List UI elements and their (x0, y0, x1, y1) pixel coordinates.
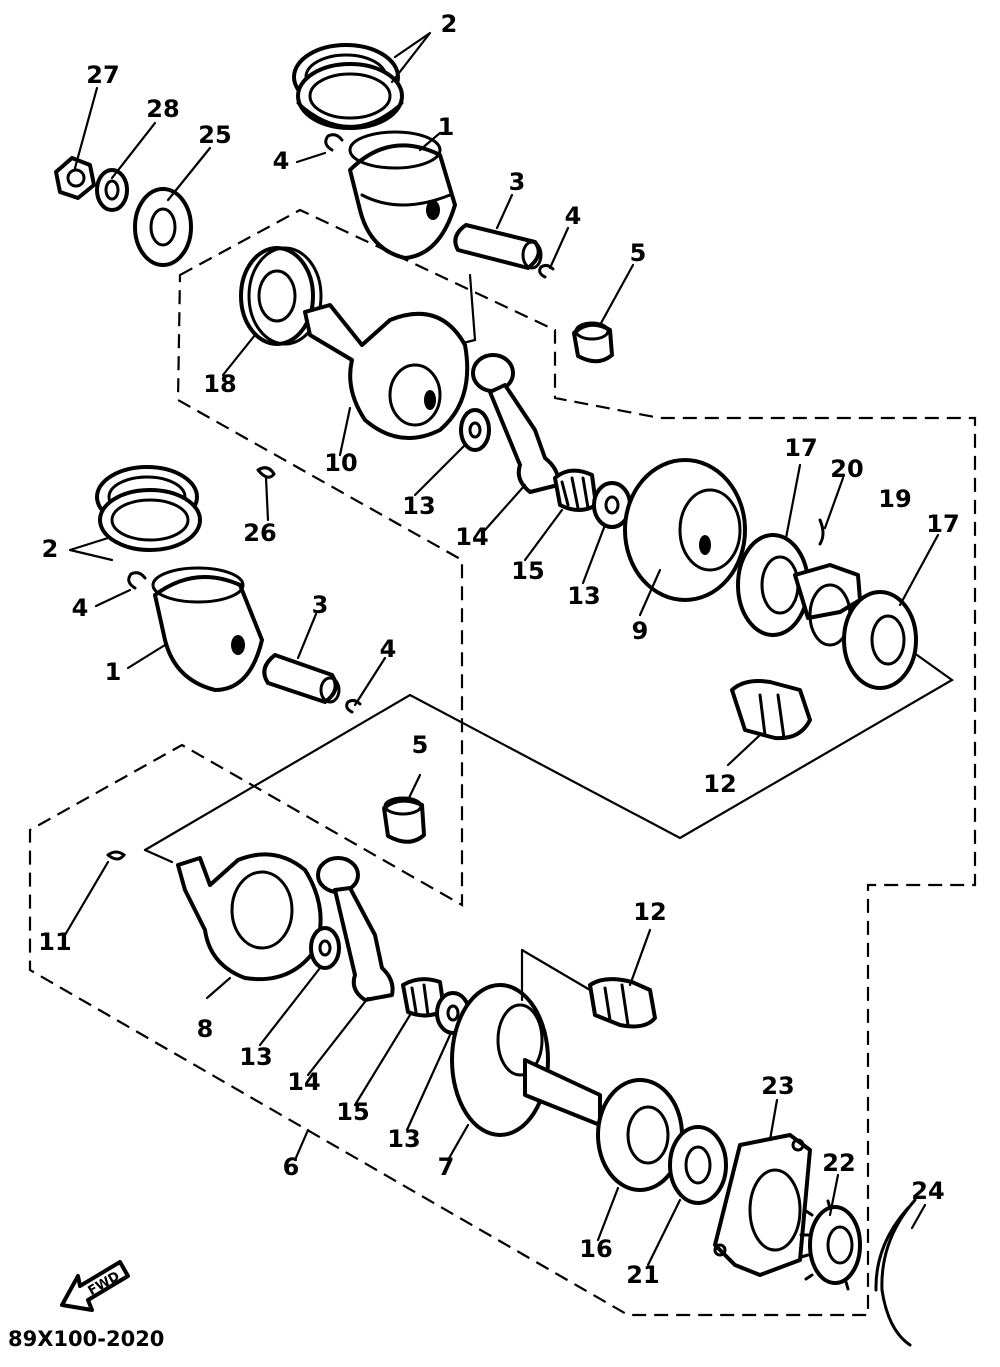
crank-pin-lower (588, 977, 657, 1029)
piston-upper (348, 130, 457, 260)
needle-bearing-small-lower (382, 796, 426, 844)
piston-rings-upper (292, 43, 404, 130)
callout-1: 1 (438, 113, 455, 141)
callout-13: 13 (387, 1125, 420, 1153)
thrust-washer-lower-a (309, 926, 341, 970)
callout-5: 5 (630, 239, 647, 267)
callouts: 2 27 28 25 1 4 3 4 5 18 10 17 20 19 13 1… (38, 10, 959, 1289)
callout-24: 24 (911, 1177, 944, 1205)
callout-3: 3 (312, 591, 329, 619)
callout-4: 4 (380, 635, 397, 663)
nut (54, 156, 96, 200)
piston-pin-upper (453, 223, 543, 270)
crank-web-upper (303, 303, 470, 440)
bearing-drive-side (596, 1078, 684, 1192)
callout-1: 1 (105, 658, 122, 686)
callout-13: 13 (239, 1043, 272, 1071)
callout-7: 7 (438, 1153, 455, 1181)
circlip-upper-right (538, 263, 555, 279)
needle-bearing-big-upper (553, 468, 598, 512)
bearing-center-b (842, 590, 918, 690)
callout-27: 27 (86, 61, 119, 89)
oil-seal-drive-side (668, 1125, 728, 1205)
circlip-lower-left (127, 571, 147, 590)
callout-4: 4 (72, 594, 89, 622)
callout-28: 28 (146, 95, 179, 123)
callout-25: 25 (198, 121, 231, 149)
leader-lines (63, 31, 940, 1267)
woodruff-key-lower (106, 850, 127, 861)
thrust-washer-upper-b (592, 481, 632, 529)
center-crank-wheel (623, 458, 747, 602)
callout-9: 9 (632, 617, 649, 645)
connecting-rod-upper (471, 353, 561, 494)
callout-26: 26 (243, 519, 276, 547)
crank-web-lower (176, 852, 323, 982)
bearing-upper-left (239, 246, 323, 346)
circlip-center (818, 518, 825, 546)
crank-pin-center (730, 679, 812, 741)
callout-17: 17 (784, 434, 817, 462)
callout-13: 13 (402, 492, 435, 520)
callout-19: 19 (878, 485, 911, 513)
piston-lower (151, 566, 264, 692)
callout-4: 4 (565, 202, 582, 230)
callout-10: 10 (324, 449, 357, 477)
woodruff-key-upper (256, 466, 276, 479)
oil-seal-upper (133, 187, 193, 267)
callout-12: 12 (633, 898, 666, 926)
crank-wheel-drive-side (450, 948, 602, 1137)
thrust-washer-upper-a (459, 408, 491, 452)
callout-16: 16 (579, 1235, 612, 1263)
callout-13: 13 (567, 582, 600, 610)
connecting-rod-lower (316, 856, 395, 1002)
needle-bearing-small-upper (572, 321, 614, 364)
callout-12: 12 (703, 770, 736, 798)
callout-14: 14 (455, 523, 488, 551)
bearing-housing (713, 1133, 812, 1277)
callout-17: 17 (926, 510, 959, 538)
callout-6: 6 (283, 1153, 300, 1181)
callout-18: 18 (203, 370, 236, 398)
callout-15: 15 (511, 557, 544, 585)
callout-2: 2 (441, 10, 458, 38)
callout-3: 3 (509, 168, 526, 196)
callout-11: 11 (38, 928, 71, 956)
callout-23: 23 (761, 1072, 794, 1100)
primary-drive-gear (799, 1199, 862, 1291)
callout-5: 5 (412, 731, 429, 759)
callout-22: 22 (822, 1149, 855, 1177)
retaining-clip (874, 1198, 917, 1347)
figure-code: 89X100-2020 (8, 1327, 164, 1351)
callout-8: 8 (197, 1015, 214, 1043)
lock-washer (95, 168, 129, 212)
callout-4: 4 (273, 147, 290, 175)
callout-2: 2 (42, 535, 59, 563)
upper-assembly-boundary (28, 208, 977, 1317)
piston-rings-lower (95, 465, 202, 552)
circlip-upper-left (324, 133, 344, 152)
callout-20: 20 (830, 455, 863, 483)
piston-pin-lower (262, 653, 341, 704)
callout-14: 14 (287, 1068, 320, 1096)
callout-15: 15 (336, 1098, 369, 1126)
callout-21: 21 (626, 1261, 659, 1289)
forward-arrow: FWD (60, 1260, 130, 1312)
